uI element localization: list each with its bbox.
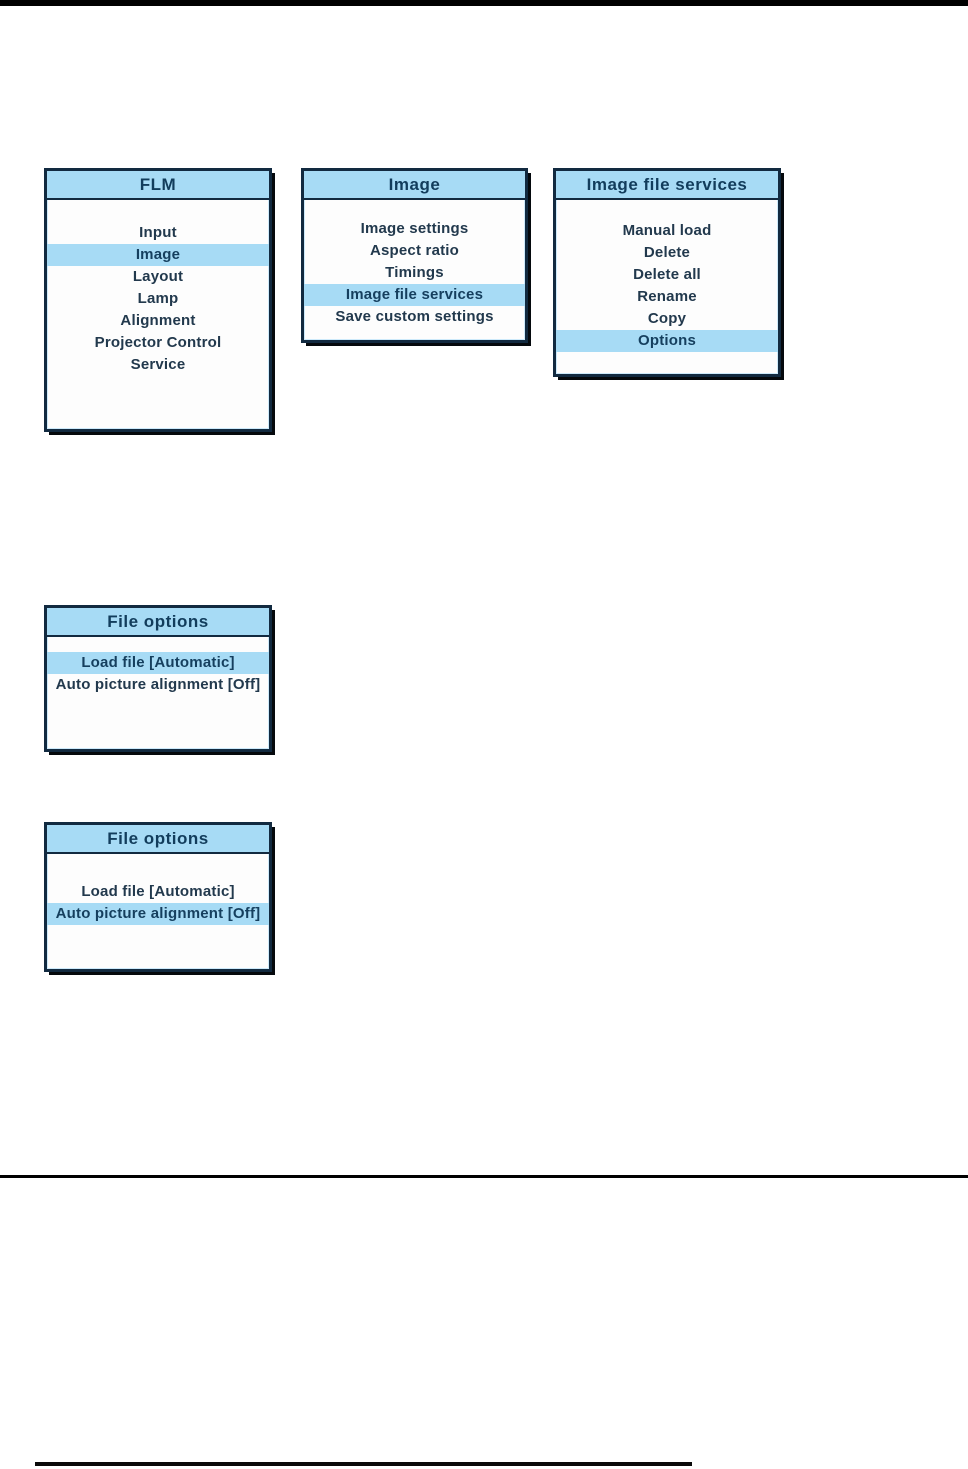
- menu-item-image[interactable]: Image: [47, 244, 269, 266]
- menu-item-save-custom-settings[interactable]: Save custom settings: [335, 308, 494, 325]
- menu-item-aspect-ratio[interactable]: Aspect ratio: [369, 242, 460, 259]
- menu-item-auto-picture-alignment-off[interactable]: Auto picture alignment [Off]: [47, 903, 269, 925]
- menu-item-layout[interactable]: Layout: [132, 268, 184, 285]
- menu-item-auto-picture-alignment-off[interactable]: Auto picture alignment [Off]: [55, 676, 261, 693]
- section-divider-rule: [0, 1175, 968, 1178]
- menu-item-alignment[interactable]: Alignment: [120, 312, 196, 329]
- page-top-rule: [0, 0, 968, 6]
- menu-body: Load file [Automatic] Auto picture alignm…: [47, 637, 269, 696]
- menu-item-rename[interactable]: Rename: [637, 288, 697, 305]
- menu-item-image-file-services[interactable]: Image file services: [304, 284, 525, 306]
- menu-item-options[interactable]: Options: [556, 330, 778, 352]
- menu-item-timings[interactable]: Timings: [385, 264, 444, 281]
- menu-title: File options: [47, 825, 269, 854]
- menu-item-image-settings[interactable]: Image settings: [360, 220, 469, 237]
- menu-title: Image file services: [556, 171, 778, 200]
- menu-body: Load file [Automatic] Auto picture alignm…: [47, 854, 269, 925]
- menu-item-lamp[interactable]: Lamp: [137, 290, 179, 307]
- menu-item-projector-control[interactable]: Projector Control: [94, 334, 222, 351]
- menu-item-service[interactable]: Service: [130, 356, 186, 373]
- menu-file-options-alignment-selected: File options Load file [Automatic] Auto p…: [44, 822, 272, 972]
- menu-item-copy[interactable]: Copy: [647, 310, 687, 327]
- menu-item-delete[interactable]: Delete: [643, 244, 691, 261]
- menu-item-load-file-automatic[interactable]: Load file [Automatic]: [81, 883, 235, 900]
- menu-item-load-file-automatic[interactable]: Load file [Automatic]: [47, 652, 269, 674]
- menu-file-options-load-selected: File options Load file [Automatic] Auto p…: [44, 605, 272, 752]
- menu-item-manual-load[interactable]: Manual load: [622, 222, 712, 239]
- menu-item-delete-all[interactable]: Delete all: [633, 266, 701, 283]
- menu-title: Image: [304, 171, 525, 200]
- menu-item-input[interactable]: Input: [139, 224, 177, 241]
- footer-rule: [35, 1462, 692, 1466]
- menu-title: File options: [47, 608, 269, 637]
- menu-title: FLM: [47, 171, 269, 200]
